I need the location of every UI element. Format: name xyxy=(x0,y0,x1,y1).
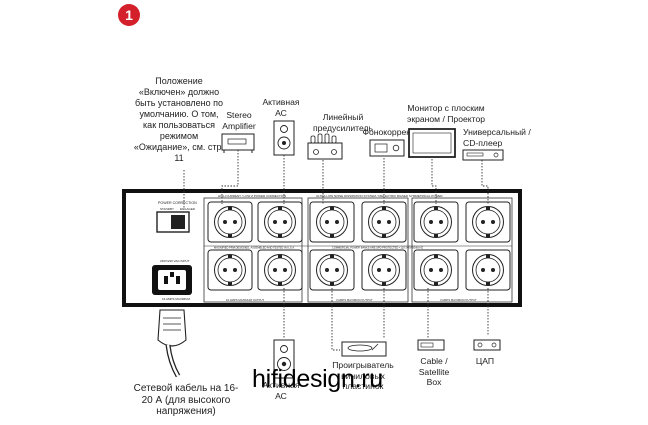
panel-engaged: ENGAGED xyxy=(180,207,196,211)
watermark: hifidesign.ru xyxy=(252,365,383,393)
dac-icon xyxy=(473,339,501,351)
label-phono-corrector: Фонокорректор xyxy=(362,127,424,137)
label-monitor: Монитор с плоским экраном / Проектор xyxy=(406,103,486,124)
label-universal-player: Универсальный / CD-плеер xyxy=(463,127,531,148)
panel-standby: STANDBY xyxy=(160,207,174,211)
label-active-speaker-bottom: Активная АС xyxy=(262,380,300,401)
universal-player-icon xyxy=(462,149,504,161)
power-cable-label: Сетевой кабель на 16-20 А (для высокого … xyxy=(133,383,239,417)
phono-corrector-icon xyxy=(369,139,405,157)
cable-box-icon xyxy=(417,339,445,351)
step-badge: 1 xyxy=(118,4,140,26)
line-preamp-icon xyxy=(307,133,343,160)
power-switch[interactable] xyxy=(156,211,190,233)
panel-bank1-title: HIGH CURRENT / LOW Z POWER CORRECTION xyxy=(218,194,286,198)
panel-sub-right: COMMERCIAL POWER BANKS ARE SPD PROTECTED… xyxy=(332,246,423,250)
panel-max1: 16 AMPS MAXIMUM OUTPUT xyxy=(226,298,265,302)
panel-power-correction: POWER CORRECTION xyxy=(158,201,197,205)
label-dac: ЦАП xyxy=(475,356,495,366)
label-line-preamp: Линейный предусилитель xyxy=(313,112,373,133)
monitor-icon xyxy=(408,128,456,158)
label-cable-box: Cable / Satellite Box xyxy=(418,356,450,387)
panel-amp-label: 16 AMPS MAXIMUM xyxy=(162,297,190,301)
active-speaker-top-icon xyxy=(273,120,295,156)
panel-max2: 3 AMPS MAXIMUM OUTPUT xyxy=(336,298,373,302)
stereo-amp-icon xyxy=(221,133,255,153)
label-turntable: Проигрыватель виниловых пластинок xyxy=(332,360,394,391)
switch-note: Положение «Включен» должно быть установл… xyxy=(133,76,225,163)
active-speaker-bottom-icon xyxy=(273,339,295,379)
panel-max3: 3 AMPS MAXIMUM OUTPUT xyxy=(440,298,477,302)
label-active-speaker-top: Активная АС xyxy=(262,97,300,118)
iec-inlet xyxy=(152,265,192,295)
panel-inlet-label: 230V/240 VAC INPUT xyxy=(160,259,190,263)
power-plug-icon xyxy=(157,309,187,378)
panel-bank2-title: ULTRA LOW NOISE DISSIPATION SYSTEM / DIE… xyxy=(316,194,443,198)
connection-lines xyxy=(183,150,489,351)
panel-sub-left: MAGNIFIED PRM DESIGNED, ASSEMBLED AND TE… xyxy=(214,246,295,250)
turntable-icon xyxy=(341,341,387,357)
label-stereo-amp: Stereo Amplifier xyxy=(222,110,256,131)
